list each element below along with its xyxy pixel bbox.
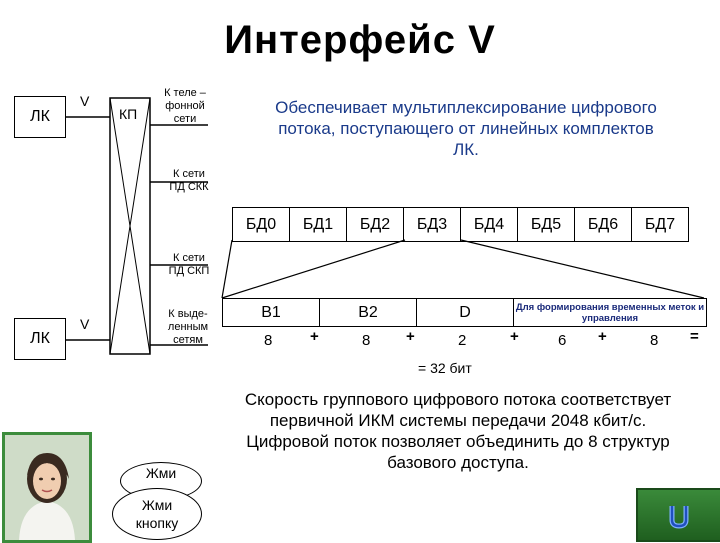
output-dedicated: К выде- ленным сетям [167,308,209,346]
plus-sign: + [406,328,415,345]
plus-sign: + [598,328,607,345]
frame-b2: B2 [320,299,417,326]
bubble-front-text: Жми кнопку [135,497,179,531]
output-pd-skk: К сети ПД СКК [169,168,209,193]
frame-service: Для формирования временных меток и управ… [515,301,705,324]
lk-top-box: ЛК [14,96,66,138]
lk-top-label: ЛК [30,108,50,125]
total-bits: = 32 бит [418,360,472,376]
bd-cell: БД1 [290,208,347,241]
v-bottom-label: V [80,316,90,332]
lk-bottom-label: ЛК [30,330,50,347]
bd-cell: БД0 [233,208,290,241]
bd-row: БД0 БД1 БД2 БД3 БД4 БД5 БД6 БД7 [232,207,689,242]
plus-sign: + [310,328,319,345]
u-turn-arrow-icon [669,506,689,529]
bits-b2: 8 [362,332,371,349]
v-top-label: V [80,93,90,109]
description-top: Обеспечивает мультиплексирование цифрово… [275,98,657,159]
bits-service-1: 6 [558,332,567,349]
avatar [2,432,92,543]
frame-row: B1 B2 D Для формирования временных меток… [222,298,707,327]
frame-b1: B1 [223,299,320,326]
page-title: Интерфейс V [224,18,496,62]
bd-cell: БД2 [347,208,404,241]
bits-b1: 8 [264,332,273,349]
bits-service-2: 8 [650,332,659,349]
equals-sign: = [690,328,699,345]
next-button[interactable] [636,488,720,542]
bd-cell: БД5 [518,208,575,241]
bd-cell: БД6 [575,208,632,241]
bd-cell: БД4 [461,208,518,241]
frame-d: D [417,299,514,326]
speech-bubble-front: Жми кнопку [112,488,202,540]
description-bottom: Скорость группового цифрового потока соо… [244,390,672,472]
bd-cell: БД7 [644,215,676,233]
avatar-portrait-icon [5,435,89,540]
lk-bottom-box: ЛК [14,318,66,360]
output-telephone: К теле – фонной сети [164,87,206,125]
output-pd-skp: К сети ПД СКП [168,252,210,277]
bubble-back-text: Жми [145,465,177,481]
kp-label: КП [118,106,139,122]
plus-sign: + [510,328,519,345]
bits-d: 2 [458,332,467,349]
bd-cell: БД3 [404,208,461,241]
